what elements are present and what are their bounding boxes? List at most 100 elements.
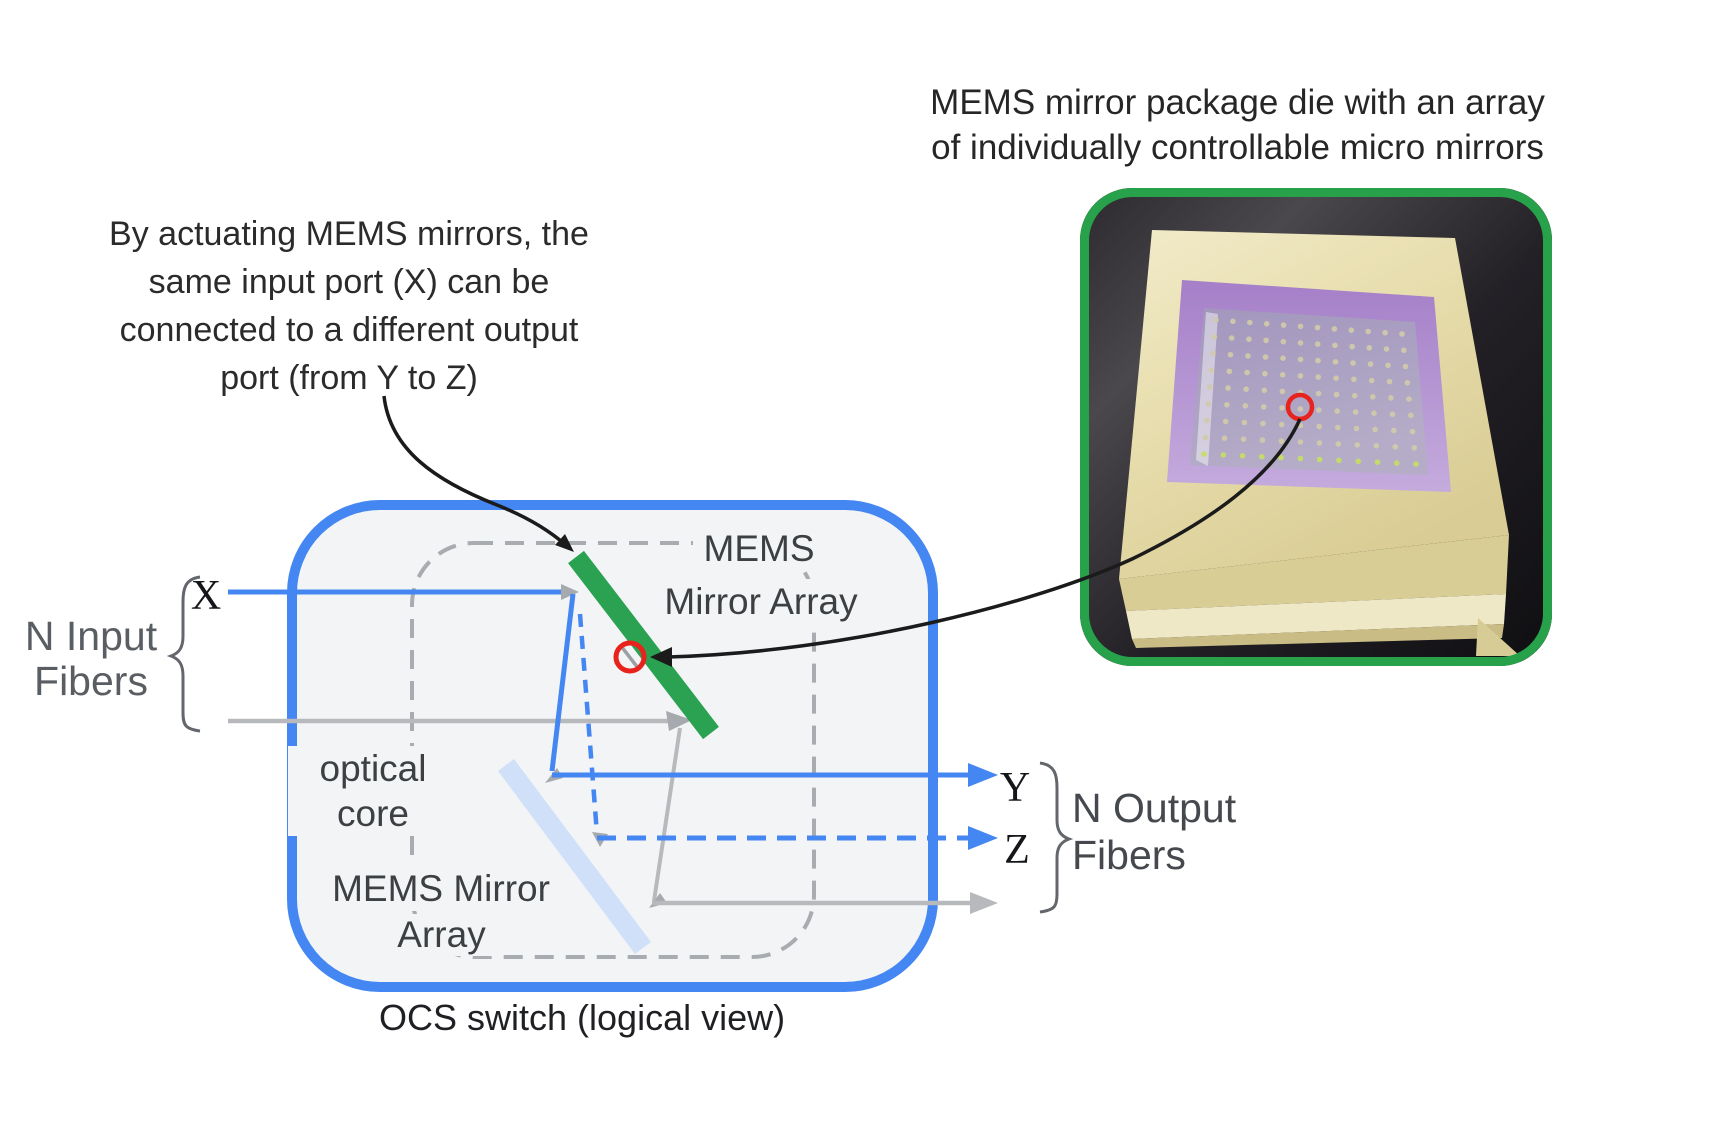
die-dot (1225, 385, 1231, 391)
die-dot (1333, 375, 1339, 381)
mems-mirror-array-bottom-label: MEMS Mirror (326, 866, 556, 911)
die-dot (1280, 355, 1286, 361)
die-dot (1204, 417, 1210, 424)
die-dot (1241, 419, 1248, 426)
die-dot (1316, 440, 1323, 446)
die-dot (1348, 327, 1355, 333)
die-dot (1408, 412, 1414, 419)
die-dot (1335, 441, 1342, 447)
die-dot (1336, 457, 1342, 464)
die-dot (1207, 384, 1213, 390)
die-dot (1332, 342, 1338, 349)
die-dot (1279, 388, 1286, 395)
die-dot (1373, 443, 1380, 449)
n-output-fibers-label: N Output Fibers (1072, 785, 1237, 878)
die-dot (1280, 338, 1287, 345)
photo-caption-line: MEMS mirror package die with an array (930, 83, 1545, 122)
gray-arrow-icon (561, 584, 579, 600)
die-dot (1228, 335, 1235, 341)
die-dot (1201, 451, 1207, 457)
n-input-fibers-label: N Input Fibers (24, 613, 158, 704)
die-dot (1355, 458, 1361, 465)
package-base-edge (1132, 624, 1504, 648)
port-y-label: Y (999, 765, 1031, 811)
mems-package-photo (1080, 188, 1552, 666)
die-dot (1315, 374, 1322, 380)
die-dot (1406, 396, 1412, 402)
output-arrow-y-icon (968, 763, 998, 787)
die-dot (1401, 347, 1407, 354)
die-dot (1352, 409, 1359, 415)
port-z-label: Z (1004, 827, 1030, 873)
die-glare-strip (1196, 312, 1218, 466)
die-dot (1247, 319, 1253, 326)
die-dot (1279, 372, 1286, 378)
mems-mirror-array-top-label: Mirror Array (648, 579, 874, 624)
die-dot (1392, 444, 1399, 450)
die-dot (1399, 331, 1405, 337)
die-dot (1391, 427, 1397, 434)
die-dot (1371, 410, 1377, 416)
die-dot (1222, 418, 1229, 425)
die-dot (1351, 392, 1358, 399)
die-dot (1221, 435, 1228, 441)
die-dot (1260, 420, 1266, 427)
die-surface (1190, 308, 1428, 475)
die-dot (1278, 454, 1284, 461)
die-dot (1246, 336, 1252, 342)
die-dot (1240, 436, 1247, 442)
die-dot (1370, 394, 1376, 400)
die-dot (1353, 425, 1360, 432)
photo-caption: MEMS mirror package die with an array of… (905, 80, 1570, 170)
die-dot (1205, 401, 1212, 407)
annotation-arrowhead-icon (555, 534, 574, 552)
die-dot (1413, 461, 1419, 467)
die-dot (1335, 424, 1341, 431)
die-dot (1365, 328, 1371, 335)
die-dot (1211, 334, 1218, 340)
die-dot (1332, 359, 1339, 365)
mirror-tick (619, 644, 640, 670)
gray-reflect-line (652, 727, 682, 902)
die-dot (1242, 403, 1249, 409)
output-brace (1039, 761, 1074, 914)
die-dot (1213, 317, 1219, 323)
die-dot (1208, 367, 1215, 374)
die-dot (1316, 407, 1322, 413)
optical-core-label: optical core (288, 746, 458, 836)
die-dot (1245, 353, 1251, 359)
die-dot (1202, 434, 1209, 441)
die-dot (1334, 408, 1340, 414)
die-dot (1210, 350, 1216, 357)
package-front-face (1119, 535, 1509, 611)
ocs-switch-caption: OCS switch (logical view) (379, 997, 786, 1038)
annotation-line: By actuating MEMS mirrors, the (109, 215, 589, 253)
die-dot (1349, 343, 1355, 350)
mems-mirror-array-top-label: MEMS (693, 527, 825, 571)
photo-arrow (667, 418, 1302, 659)
gray-output-arrow-icon (970, 892, 998, 914)
die-dot (1354, 442, 1361, 448)
output-arrow-z-icon (968, 826, 998, 850)
die-dot (1263, 321, 1270, 327)
die-dot (1259, 437, 1266, 443)
die-dot (1333, 391, 1340, 398)
die-dot (1385, 362, 1391, 369)
die-dot (1393, 460, 1400, 466)
die-dot (1316, 423, 1322, 430)
die-dot (1220, 452, 1227, 458)
die-dot (1244, 369, 1250, 376)
die-dot (1260, 404, 1267, 410)
die-dot (1297, 455, 1304, 462)
die-dot (1261, 387, 1268, 394)
die-dot (1278, 421, 1285, 428)
die-dot (1367, 361, 1374, 367)
die-dot (1366, 345, 1373, 351)
die-dot (1262, 354, 1269, 360)
die-dot (1372, 426, 1378, 433)
annotation-arrow (382, 395, 569, 548)
mems-mirror-top-bar (568, 550, 719, 740)
die-dot (1314, 341, 1321, 347)
die-dot (1297, 406, 1304, 412)
photo-caption-line: of individually controllable micro mirro… (931, 128, 1544, 167)
